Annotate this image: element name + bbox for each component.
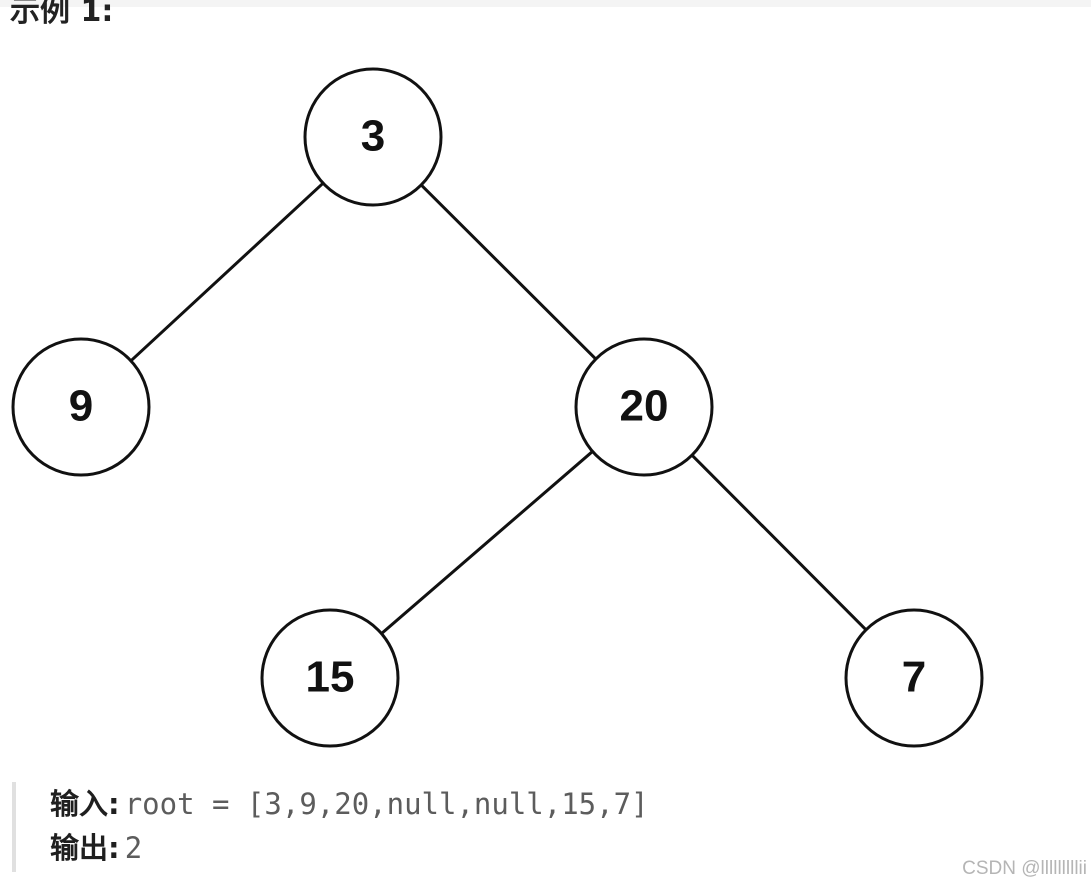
tree-node-label: 7 xyxy=(902,653,926,702)
tree-node-label: 9 xyxy=(69,382,93,431)
example-heading: 示例 1: xyxy=(10,0,114,29)
tree-node-circle xyxy=(303,67,443,207)
input-label: 输入 xyxy=(50,787,109,821)
input-line: 输入: root = [3,9,20,null,null,15,7] xyxy=(50,782,649,826)
tree-edge-n20-n15 xyxy=(380,450,594,635)
output-value: 2 xyxy=(124,831,143,865)
tree-node-circle xyxy=(11,337,151,477)
tree-node-circle xyxy=(574,337,714,477)
tree-node-circle xyxy=(844,608,984,748)
tree-edge-n3-n9 xyxy=(129,182,325,362)
example-block: 输入: root = [3,9,20,null,null,15,7] 输出: 2 xyxy=(12,782,649,872)
tree-edge-n20-n7 xyxy=(690,454,868,631)
output-colon: : xyxy=(108,831,120,865)
binary-tree-diagram: 3 9 20 15 7 xyxy=(11,67,984,748)
output-label: 输出 xyxy=(50,831,109,865)
csdn-watermark: CSDN @lllllllllii xyxy=(962,858,1087,879)
tree-node-circle xyxy=(260,608,400,748)
tree-node-7: 7 xyxy=(844,608,984,748)
input-colon: : xyxy=(108,787,120,821)
top-strip xyxy=(0,0,1091,7)
tree-node-label: 15 xyxy=(306,653,355,702)
tree-node-9: 9 xyxy=(11,337,151,477)
tree-node-3: 3 xyxy=(303,67,443,207)
tree-node-20: 20 xyxy=(574,337,714,477)
output-line: 输出: 2 xyxy=(50,826,649,870)
tree-node-label: 20 xyxy=(620,382,669,431)
input-value: root = [3,9,20,null,null,15,7] xyxy=(124,787,649,821)
tree-node-label: 3 xyxy=(361,112,385,161)
tree-edge-n3-n20 xyxy=(420,183,597,361)
tree-node-15: 15 xyxy=(260,608,400,748)
